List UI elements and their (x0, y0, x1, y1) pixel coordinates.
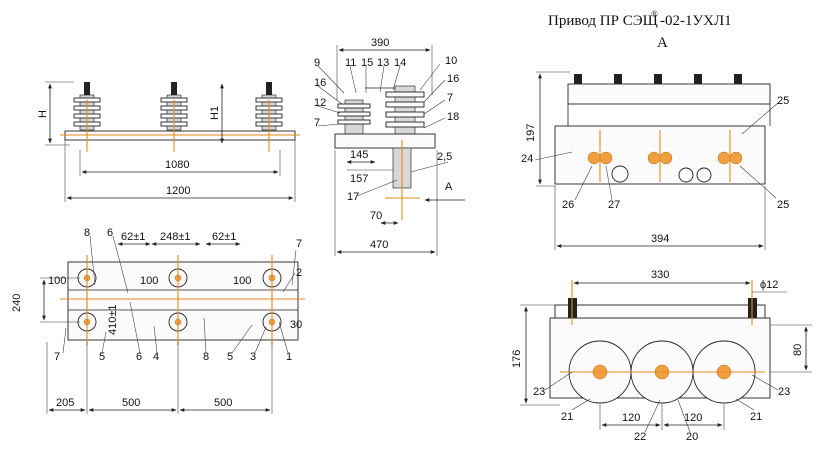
callout-5a: 5 (99, 351, 105, 363)
callout-4: 4 (153, 351, 159, 363)
drive-title: Привод ПР СЭЩ ® -02-1УХЛ1 А (548, 9, 732, 51)
dim-248: 248±1 (160, 231, 191, 243)
dim-145: 145 (350, 149, 368, 161)
dim-h: H (37, 110, 49, 118)
dim-205: 205 (56, 397, 74, 409)
callout-22: 22 (634, 431, 646, 443)
callout-5b: 5 (227, 351, 233, 363)
dim-470: 470 (370, 239, 388, 251)
drive-bolts (574, 74, 742, 84)
title-text: Привод ПР СЭЩ (548, 13, 658, 29)
dim-h1: H1 (209, 106, 221, 120)
callout-16b: 16 (447, 73, 459, 85)
dim-500a: 500 (122, 397, 140, 409)
drive-front-view: 197 394 25 24 26 27 25 (521, 71, 789, 250)
view-letter-a: А (657, 35, 668, 51)
front-view: H H1 1080 1200 (37, 81, 300, 202)
callout-17: 17 (347, 191, 359, 203)
callout-7b: 7 (447, 92, 453, 104)
dim-1080: 1080 (165, 159, 189, 171)
callout-18: 18 (447, 111, 459, 123)
callout-7b-top: 7 (54, 351, 60, 363)
dim-410: 410±1 (107, 304, 119, 335)
callout-8a: 8 (84, 227, 90, 239)
callout-25b: 25 (777, 199, 789, 211)
callout-24: 24 (521, 153, 533, 165)
top-callouts: 8 6 7 2 7 5 6 4 8 5 3 1 (54, 227, 302, 363)
dim-100b: 100 (140, 275, 158, 287)
dim-62a: 62±1 (121, 231, 145, 243)
dim-240: 240 (11, 294, 23, 312)
callout-26: 26 (562, 199, 574, 211)
callout-10: 10 (445, 55, 457, 67)
dim-394: 394 (651, 233, 669, 245)
callout-13: 13 (377, 57, 389, 69)
callout-21b: 21 (750, 411, 762, 423)
drive-gears (587, 151, 743, 183)
callout-1: 1 (286, 351, 292, 363)
dim-120b: 120 (684, 412, 702, 424)
drive-bottom-view: 330 ϕ12 80 176 120 120 23 23 21 21 22 20 (511, 269, 812, 443)
callout-7a: 7 (314, 117, 320, 129)
callout-6b: 6 (136, 351, 142, 363)
callout-23b: 23 (778, 386, 790, 398)
arrow-a-label: А (445, 181, 453, 193)
callout-6a: 6 (107, 227, 113, 239)
dim-500b: 500 (214, 397, 232, 409)
callout-21a: 21 (561, 411, 573, 423)
callout-15: 15 (361, 57, 373, 69)
callout-25a: 25 (777, 95, 789, 107)
dim-70: 70 (370, 210, 382, 222)
dim-2-5: 2,5 (437, 151, 452, 163)
dim-62b: 62±1 (212, 231, 236, 243)
dim-197: 197 (525, 124, 537, 142)
callout-23a: 23 (533, 386, 545, 398)
callout-20: 20 (686, 431, 698, 443)
dim-390: 390 (371, 37, 389, 49)
dim-100a: 100 (48, 275, 66, 287)
dim-330: 330 (651, 269, 669, 281)
callout-11: 11 (345, 57, 356, 69)
top-view: 62±1 248±1 62±1 100 100 100 240 410±1 30… (11, 227, 305, 414)
dim-176: 176 (511, 350, 523, 368)
title-suffix: -02-1УХЛ1 (660, 13, 732, 29)
side-base (334, 133, 436, 149)
dim-100c: 100 (233, 275, 251, 287)
side-view: 390 145 157 70 470 2,5 А 9 11 15 13 (314, 37, 465, 256)
dim-30: 30 (290, 319, 302, 331)
callout-14: 14 (394, 57, 406, 69)
callout-27: 27 (608, 199, 620, 211)
side-callouts: 9 11 15 13 14 10 16 12 7 16 7 18 17 (314, 55, 459, 203)
title-reg-mark: ® (651, 9, 658, 19)
dim-157: 157 (350, 173, 368, 185)
callout-3: 3 (250, 351, 256, 363)
dim-80: 80 (792, 344, 804, 356)
dim-120a: 120 (622, 412, 640, 424)
callout-8b: 8 (203, 351, 209, 363)
dim-phi12: ϕ12 (760, 279, 778, 291)
callout-9: 9 (314, 57, 320, 69)
callout-2: 2 (296, 267, 302, 279)
callout-16a: 16 (314, 77, 326, 89)
callout-12: 12 (314, 97, 326, 109)
callout-7a-top: 7 (296, 238, 302, 250)
dim-1200: 1200 (166, 185, 190, 197)
